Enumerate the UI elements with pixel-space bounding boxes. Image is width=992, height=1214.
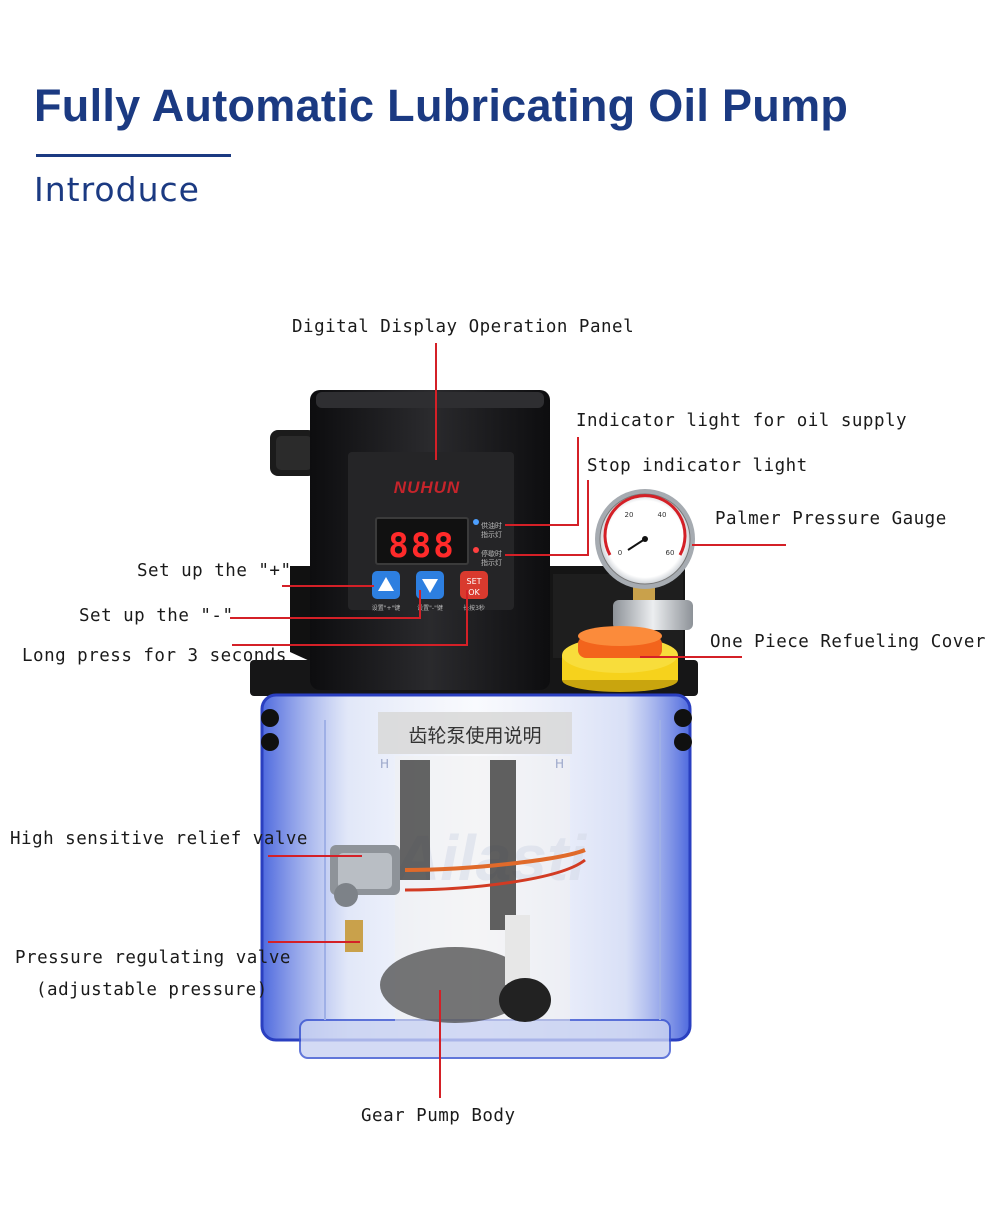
label-long-press: Long press for 3 seconds (22, 646, 287, 666)
page-title: Fully Automatic Lubricating Oil Pump (34, 80, 849, 131)
stop-led-text: 停歇时 (481, 549, 502, 558)
label-digital-display: Digital Display Operation Panel (292, 317, 635, 337)
title-underline (36, 154, 231, 157)
callout-stop-indicator (505, 480, 589, 556)
control-housing: NUHUN 888 供油时 指示灯 停歇时 指示灯 设置"+"键 设置"-"键 … (310, 390, 550, 690)
refueling-cover (562, 626, 678, 692)
label-regulating-valve-note: (adjustable pressure) (36, 980, 268, 1000)
section-subtitle: Introduce (34, 170, 200, 209)
cable-gland (270, 430, 316, 476)
label-gear-pump: Gear Pump Body (361, 1106, 516, 1126)
gauge-tick-40: 40 (658, 511, 667, 519)
label-indicator-oil-supply: Indicator light for oil supply (576, 411, 908, 431)
stop-led (473, 547, 479, 553)
oil-supply-led (473, 519, 479, 525)
oil-supply-led-text: 供油时 (481, 521, 502, 530)
brand-logo: NUHUN (394, 478, 460, 497)
svg-text:SET: SET (466, 577, 481, 586)
label-relief-valve: High sensitive relief valve (10, 829, 308, 849)
callout-set-minus (230, 590, 421, 619)
down-arrow-icon (422, 579, 438, 593)
internal-pump (380, 760, 586, 1023)
level-mark-left: H (380, 757, 389, 771)
tank-sign-text: 齿轮泵使用说明 (408, 725, 541, 747)
label-regulating-valve: Pressure regulating valve (15, 948, 291, 968)
label-pressure-gauge: Palmer Pressure Gauge (715, 509, 947, 529)
callout-lines (230, 343, 786, 1098)
gauge-tick-0: 0 (618, 549, 622, 557)
svg-text:指示灯: 指示灯 (481, 530, 502, 539)
set-button-caption: 长按3秒 (463, 604, 485, 612)
digit-display: 888 (388, 526, 455, 566)
label-set-minus: Set up the "-" (79, 606, 234, 626)
label-refuel-cover: One Piece Refueling Cover (710, 632, 986, 652)
callout-long-press (232, 590, 468, 646)
svg-text:指示灯: 指示灯 (481, 558, 502, 567)
svg-text:OK: OK (468, 588, 480, 597)
gauge-tick-60: 60 (666, 549, 675, 557)
up-arrow-icon (378, 577, 394, 591)
pressure-gauge: 0 20 40 60 (595, 489, 695, 630)
callout-oil-indicator (505, 437, 579, 526)
level-mark-right: H (555, 757, 564, 771)
minus-button-caption: 设置"-"键 (417, 604, 443, 612)
plus-button-caption: 设置"+"键 (372, 604, 401, 612)
label-stop-indicator: Stop indicator light (587, 456, 808, 476)
gauge-tick-20: 20 (625, 511, 634, 519)
label-set-plus: Set up the "+" (137, 561, 292, 581)
relief-valve (330, 845, 400, 952)
